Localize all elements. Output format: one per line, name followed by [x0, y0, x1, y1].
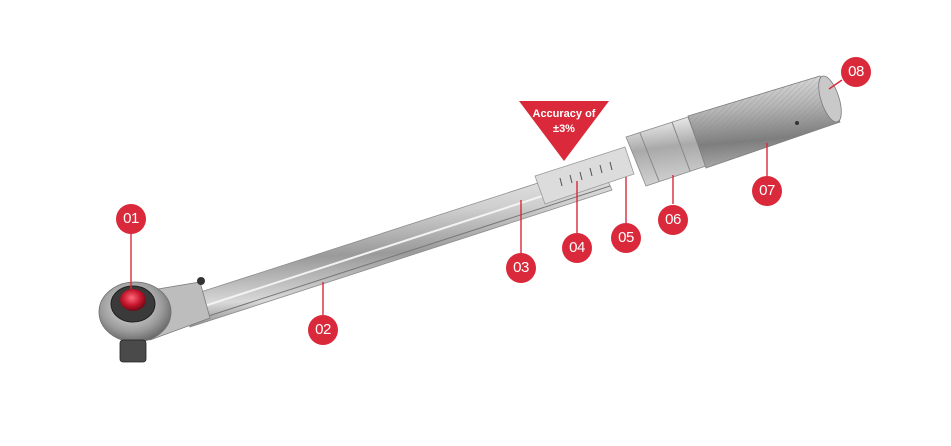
callout-04: 04 [562, 233, 592, 263]
callout-01: 01 [116, 204, 146, 234]
callout-06: 06 [658, 205, 688, 235]
knurled-grip [687, 75, 842, 169]
callout-08: 08 [841, 57, 871, 87]
callout-03: 03 [506, 253, 536, 283]
ratchet-head [98, 277, 211, 363]
adjustment-collar [625, 116, 707, 187]
scale-tube [534, 146, 635, 205]
callout-02: 02 [308, 315, 338, 345]
accuracy-badge-line2: ±3% [553, 123, 575, 135]
accuracy-badge-line1: Accuracy of [532, 108, 596, 120]
callout-07: 07 [752, 176, 782, 206]
callout-05: 05 [611, 223, 641, 253]
callout-lines [130, 79, 843, 315]
torque-wrench [98, 75, 842, 363]
accuracy-badge [519, 101, 609, 161]
